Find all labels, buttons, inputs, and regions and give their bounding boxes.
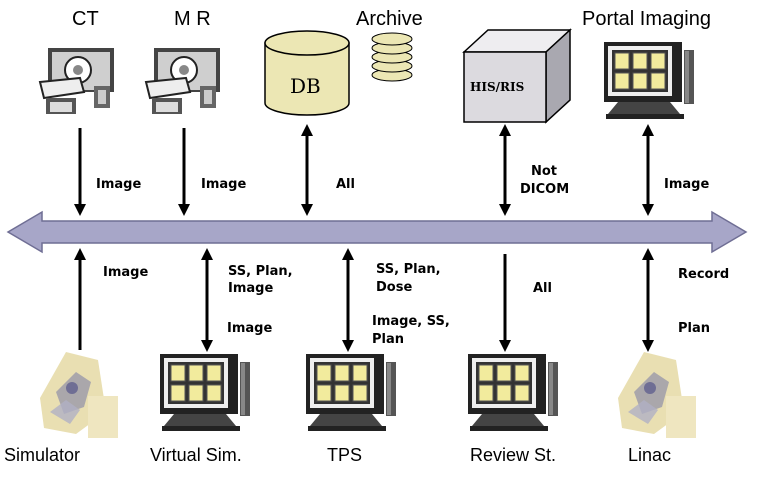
ct-title: CT [72,8,99,30]
flow-arrows [74,124,654,352]
mr-image-label: Image [201,177,247,192]
review-all-label: All [533,281,552,296]
virtual-sim-monitor-icon [159,353,251,432]
tps-down-label-2: Plan [372,332,405,347]
db-cylinder-icon [264,30,350,116]
network-bus-arrow [6,210,748,254]
simulator-label: Simulator [4,445,81,465]
simulator-machine-icon [40,352,118,438]
review-station-monitor-icon [467,353,559,432]
portal-imaging-title: Portal Imaging [582,8,711,30]
tps-down-label-1: Image, SS, [372,314,450,329]
db-all-label: All [336,177,355,192]
linac-machine-icon [618,352,696,438]
tps-up-label-2: Dose [376,280,413,295]
db-label: DB [290,74,321,98]
ct-image-label: Image [96,177,142,192]
linac-label: Linac [628,445,672,465]
linac-plan-label: Plan [678,321,711,336]
linac-record-label: Record [678,267,730,282]
mr-scanner-icon [145,47,221,115]
tps-up-label-1: SS, Plan, [376,262,441,277]
simulator-image-label: Image [103,265,149,280]
his-dicom-label: DICOM [520,182,570,197]
disk-stack-icon [371,32,413,82]
tps-label: TPS [327,445,363,465]
review-station-label: Review St. [470,445,557,465]
his-ris-label: HIS/RIS [470,80,525,94]
virtual-sim-up-label-2: Image [228,281,274,296]
virtual-sim-down-label: Image [227,321,273,336]
his-ris-box-icon [462,28,572,124]
network-bus [6,210,748,254]
portal-image-label: Image [664,177,710,192]
his-not-label: Not [531,164,558,179]
tps-monitor-icon [305,353,397,432]
ct-scanner-icon [39,47,115,115]
virtual-sim-up-label-1: SS, Plan, [228,264,293,279]
portal-imaging-monitor-icon [603,41,695,120]
virtual-sim-label: Virtual Sim. [150,445,242,465]
mr-title: M R [174,8,211,30]
archive-title: Archive [356,8,423,30]
